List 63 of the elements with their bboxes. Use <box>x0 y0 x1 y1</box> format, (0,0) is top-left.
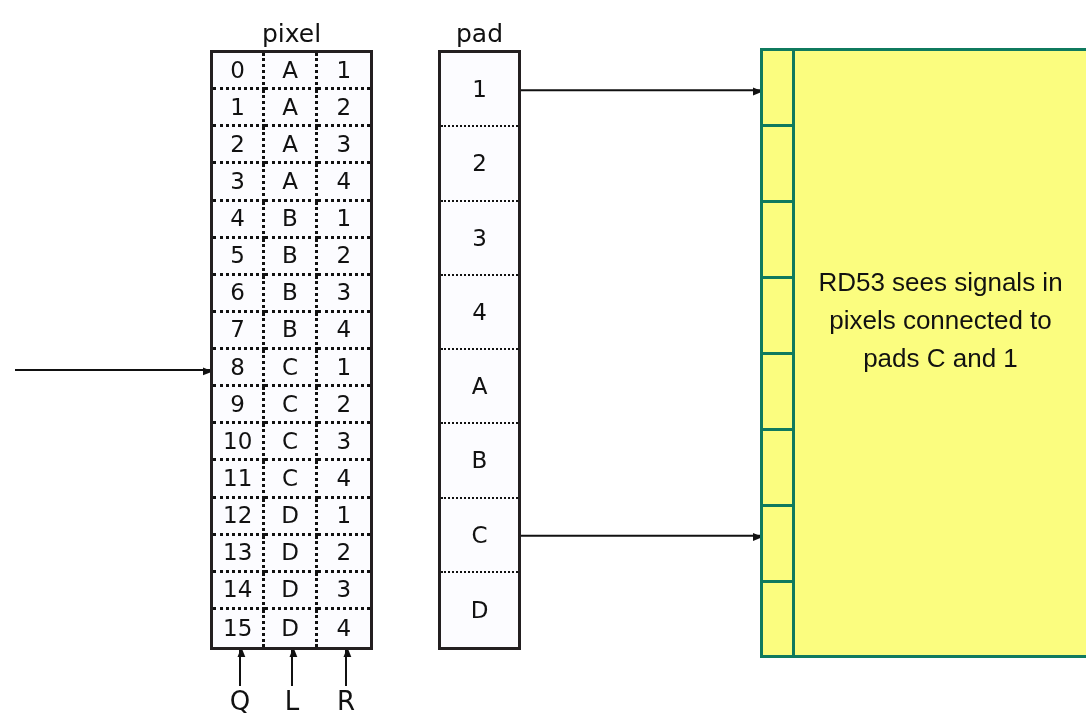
column-label: R <box>332 686 360 716</box>
table-cell: 3 <box>213 164 266 202</box>
column-label: Q <box>226 686 254 716</box>
table-cell: B <box>265 201 318 239</box>
table-cell: B <box>265 238 318 276</box>
table-cell: 6 <box>213 275 266 313</box>
table-cell: A <box>265 53 318 91</box>
table-cell: C <box>265 461 318 499</box>
table-cell: 3 <box>317 424 370 462</box>
table-cell: 5 <box>213 238 266 276</box>
pad-cell: B <box>441 424 518 499</box>
table-cell: 13 <box>213 535 266 573</box>
table-cell: 7 <box>213 312 266 350</box>
table-cell: 10 <box>213 424 266 462</box>
table-cell: 1 <box>317 498 370 536</box>
table-cell: 2 <box>213 127 266 165</box>
table-cell: 14 <box>213 572 266 610</box>
table-cell: 2 <box>317 238 370 276</box>
pad-cell: A <box>441 350 518 425</box>
table-cell: B <box>265 275 318 313</box>
table-cell: 3 <box>317 275 370 313</box>
column-heading: pixel <box>261 18 322 50</box>
table-cell: 9 <box>213 387 266 425</box>
column-heading: pad <box>455 18 504 50</box>
table-cell: 2 <box>317 90 370 128</box>
table-cell: 4 <box>317 461 370 499</box>
table-cell: 4 <box>213 201 266 239</box>
table-cell: A <box>265 127 318 165</box>
table-cell: 3 <box>317 127 370 165</box>
chip-box <box>760 48 1086 658</box>
table-cell: 2 <box>317 535 370 573</box>
table-cell: C <box>265 387 318 425</box>
table-cell: 0 <box>213 53 266 91</box>
table-cell: 4 <box>317 312 370 350</box>
table-cell: 1 <box>213 90 266 128</box>
pad-cell: 3 <box>441 201 518 276</box>
pad-cell: D <box>441 572 518 647</box>
table-cell: 15 <box>213 609 266 647</box>
table-cell: D <box>265 535 318 573</box>
pad-cell: C <box>441 498 518 573</box>
table-cell: A <box>265 90 318 128</box>
table-cell: 11 <box>213 461 266 499</box>
table-cell: 12 <box>213 498 266 536</box>
table-cell: B <box>265 312 318 350</box>
table-cell: 1 <box>317 53 370 91</box>
table-cell: 3 <box>317 572 370 610</box>
table-cell: D <box>265 498 318 536</box>
table-cell: D <box>265 572 318 610</box>
pad-cell: 2 <box>441 127 518 202</box>
table-cell: C <box>265 424 318 462</box>
table-cell: D <box>265 609 318 647</box>
table-cell: 1 <box>317 350 370 388</box>
column-label: L <box>278 686 306 716</box>
table-cell: 1 <box>317 201 370 239</box>
table-cell: 8 <box>213 350 266 388</box>
pad-cell: 1 <box>441 53 518 128</box>
table-cell: 4 <box>317 164 370 202</box>
table-cell: 2 <box>317 387 370 425</box>
pad-cell: 4 <box>441 275 518 350</box>
table-cell: A <box>265 164 318 202</box>
table-cell-text: 4 <box>335 613 353 643</box>
table-cell: C <box>265 350 318 388</box>
chip-description: RD53 sees signals in pixels connected to pads C and 1 <box>817 266 1064 375</box>
